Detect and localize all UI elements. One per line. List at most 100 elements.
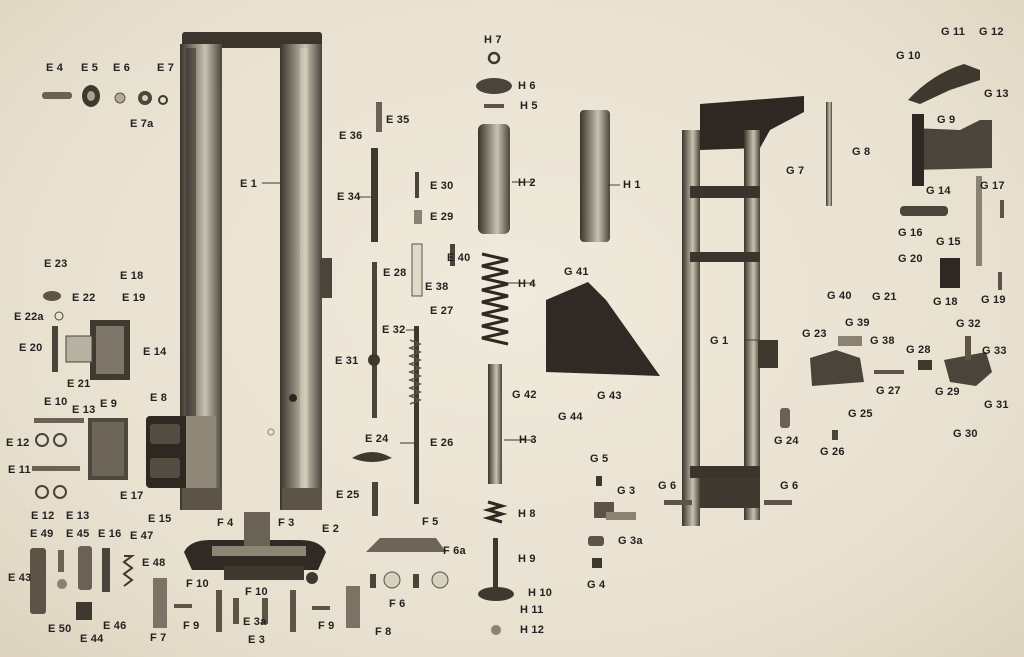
label-g3: G 3 <box>617 485 636 497</box>
label-g17: G 17 <box>980 180 1005 192</box>
label-e21: E 21 <box>67 378 91 390</box>
label-f9-right: F 9 <box>318 620 335 632</box>
label-g6-left: G 6 <box>658 480 677 492</box>
label-g33: G 33 <box>982 345 1007 357</box>
label-e30: E 30 <box>430 180 454 192</box>
label-e34: E 34 <box>337 191 361 203</box>
label-e3a: E 3a <box>243 616 267 628</box>
label-e29: E 29 <box>430 211 454 223</box>
label-f5: F 5 <box>422 516 439 528</box>
label-e35: E 35 <box>386 114 410 126</box>
label-e26: E 26 <box>430 437 454 449</box>
label-e14: E 14 <box>143 346 167 358</box>
part-g41-chute <box>546 282 660 568</box>
label-e44: E 44 <box>80 633 104 645</box>
label-e19: E 19 <box>122 292 146 304</box>
label-h8: H 8 <box>518 508 536 520</box>
label-e13-upper: E 13 <box>72 404 96 416</box>
part-e-rods-and-springs <box>352 102 455 516</box>
part-g-upper-right-parts <box>826 64 1004 290</box>
label-g18: G 18 <box>933 296 958 308</box>
label-e15: E 15 <box>148 513 172 525</box>
label-e17: E 17 <box>120 490 144 502</box>
label-e12-upper: E 12 <box>6 437 30 449</box>
label-e24: E 24 <box>365 433 389 445</box>
label-e36: E 36 <box>339 130 363 142</box>
label-g24: G 24 <box>774 435 799 447</box>
part-e8-block <box>146 416 216 488</box>
label-g16: G 16 <box>898 227 923 239</box>
label-h11: H 11 <box>520 604 544 616</box>
label-g31: G 31 <box>984 399 1009 411</box>
label-f10-left: F 10 <box>186 578 209 590</box>
label-e3: E 3 <box>248 634 266 646</box>
label-f4: F 4 <box>217 517 234 529</box>
label-e27: E 27 <box>430 305 454 317</box>
part-e43-e50-small-parts <box>30 546 135 620</box>
label-e7a: E 7a <box>130 118 154 130</box>
label-e16: E 16 <box>98 528 122 540</box>
label-f6a: F 6a <box>443 545 466 557</box>
label-f3: F 3 <box>278 517 295 529</box>
label-g1: G 1 <box>710 335 729 347</box>
label-e47: E 47 <box>130 530 154 542</box>
label-h3: H 3 <box>519 434 537 446</box>
label-g27: G 27 <box>876 385 901 397</box>
label-e43: E 43 <box>8 572 32 584</box>
label-g40: G 40 <box>827 290 852 302</box>
label-e40: E 40 <box>447 252 471 264</box>
label-f6: F 6 <box>389 598 406 610</box>
part-h-column-parts <box>476 51 610 635</box>
label-e1: E 1 <box>240 178 258 190</box>
label-e32: E 32 <box>382 324 406 336</box>
label-e49: E 49 <box>30 528 54 540</box>
label-g19: G 19 <box>981 294 1006 306</box>
label-e48: E 48 <box>142 557 166 569</box>
label-g28: G 28 <box>906 344 931 356</box>
label-e5: E 5 <box>81 62 99 74</box>
label-f9-left: F 9 <box>183 620 200 632</box>
label-g9: G 9 <box>937 114 956 126</box>
label-e23: E 23 <box>44 258 68 270</box>
label-e4: E 4 <box>46 62 64 74</box>
label-g11: G 11 <box>941 26 966 38</box>
label-e22: E 22 <box>72 292 96 304</box>
label-g10: G 10 <box>896 50 921 62</box>
label-e8: E 8 <box>150 392 168 404</box>
label-e2: E 2 <box>322 523 340 535</box>
label-g8: G 8 <box>852 146 871 158</box>
label-g20: G 20 <box>898 253 923 265</box>
label-h9: H 9 <box>518 553 536 565</box>
label-g29: G 29 <box>935 386 960 398</box>
label-e12-lower: E 12 <box>31 510 55 522</box>
label-e45: E 45 <box>66 528 90 540</box>
leader-lines <box>262 181 758 444</box>
label-h4: H 4 <box>518 278 536 290</box>
label-e50: E 50 <box>48 623 72 635</box>
part-e2-carriage-plate <box>184 512 326 584</box>
label-e18: E 18 <box>120 270 144 282</box>
part-e4-e7-hardware <box>42 85 168 107</box>
label-e31: E 31 <box>335 355 359 367</box>
label-g12: G 12 <box>979 26 1004 38</box>
part-e9-e14-plates <box>32 291 130 499</box>
label-g5: G 5 <box>590 453 609 465</box>
label-g7: G 7 <box>786 165 805 177</box>
label-g3a: G 3a <box>618 535 643 547</box>
label-g39: G 39 <box>845 317 870 329</box>
label-g23: G 23 <box>802 328 827 340</box>
label-e22a: E 22a <box>14 311 44 323</box>
label-g21: G 21 <box>872 291 897 303</box>
label-g6-right: G 6 <box>780 480 799 492</box>
label-h2: H 2 <box>518 177 536 189</box>
part-g1-main-frame <box>664 96 804 526</box>
label-g44: G 44 <box>558 411 583 423</box>
label-g42: G 42 <box>512 389 537 401</box>
label-h7: H 7 <box>484 34 502 46</box>
label-e9: E 9 <box>100 398 118 410</box>
label-g32: G 32 <box>956 318 981 330</box>
label-g14: G 14 <box>926 185 951 197</box>
part-e3-pins <box>153 578 360 632</box>
label-e38: E 38 <box>425 281 449 293</box>
